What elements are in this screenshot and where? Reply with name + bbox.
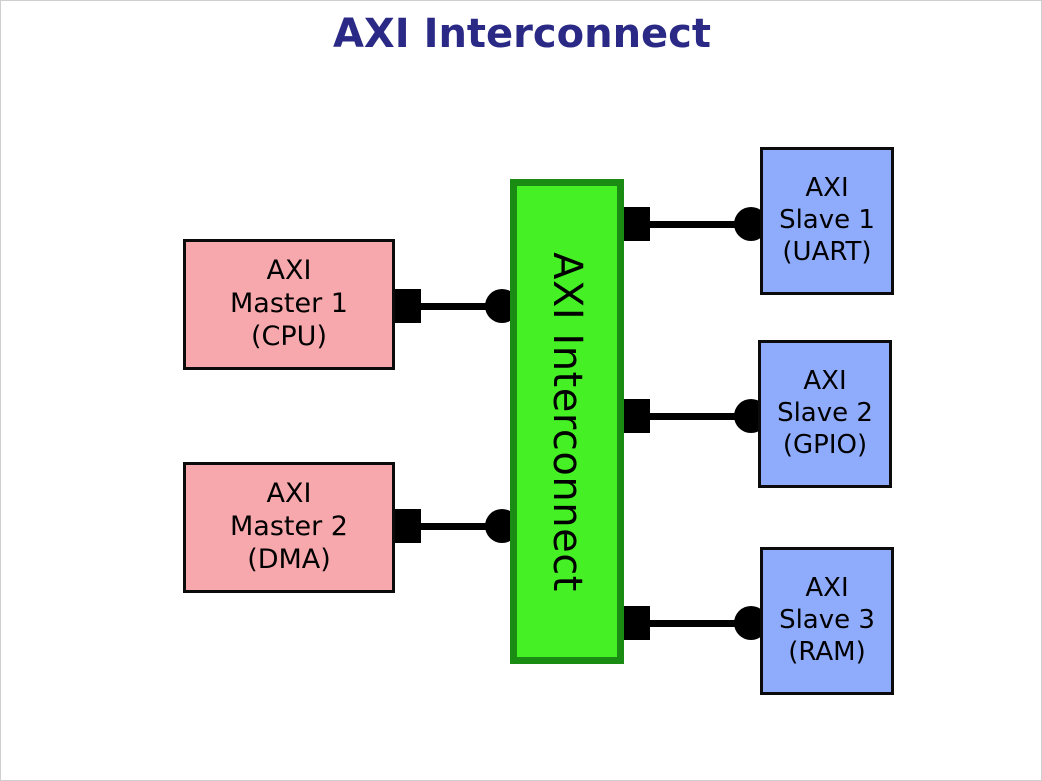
axi-interconnect-label: AXI Interconnect <box>544 251 590 592</box>
axi-master-1-line2: Master 1 <box>230 288 348 320</box>
connector-line-master-2 <box>419 523 509 530</box>
connector-line-slave-3 <box>648 620 746 627</box>
axi-slave-2-block[interactable]: AXI Slave 2 (GPIO) <box>758 340 892 488</box>
axi-slave-1-line3: (UART) <box>782 236 872 267</box>
axi-slave-1-line1: AXI <box>805 173 849 204</box>
axi-slave-1-line2: Slave 1 <box>779 205 875 236</box>
axi-master-2-block[interactable]: AXI Master 2 (DMA) <box>183 462 395 593</box>
axi-master-1-line3: (CPU) <box>251 320 327 352</box>
connector-square-slave-2 <box>624 399 650 433</box>
axi-master-1-line1: AXI <box>266 255 312 287</box>
connector-square-slave-1 <box>624 207 650 241</box>
axi-slave-1-block[interactable]: AXI Slave 1 (UART) <box>760 147 894 295</box>
axi-slave-3-block[interactable]: AXI Slave 3 (RAM) <box>760 547 894 695</box>
axi-interconnect-block[interactable]: AXI Interconnect <box>510 179 624 664</box>
page-title: AXI Interconnect <box>332 11 712 57</box>
axi-slave-2-line1: AXI <box>803 366 847 397</box>
axi-slave-2-line3: (GPIO) <box>782 429 868 460</box>
connector-line-slave-1 <box>648 221 746 228</box>
axi-slave-3-line2: Slave 3 <box>779 605 875 636</box>
connector-square-master-1 <box>395 289 421 323</box>
axi-master-2-line1: AXI <box>266 478 312 510</box>
axi-slave-2-line2: Slave 2 <box>777 398 873 429</box>
axi-slave-3-line3: (RAM) <box>788 636 866 667</box>
axi-master-2-line2: Master 2 <box>230 511 348 543</box>
axi-slave-3-line1: AXI <box>805 573 849 604</box>
connector-square-slave-3 <box>624 606 650 640</box>
connector-line-master-1 <box>419 303 509 310</box>
axi-master-1-block[interactable]: AXI Master 1 (CPU) <box>183 239 395 370</box>
connector-line-slave-2 <box>648 413 746 420</box>
axi-master-2-line3: (DMA) <box>247 543 331 575</box>
connector-square-master-2 <box>395 509 421 543</box>
